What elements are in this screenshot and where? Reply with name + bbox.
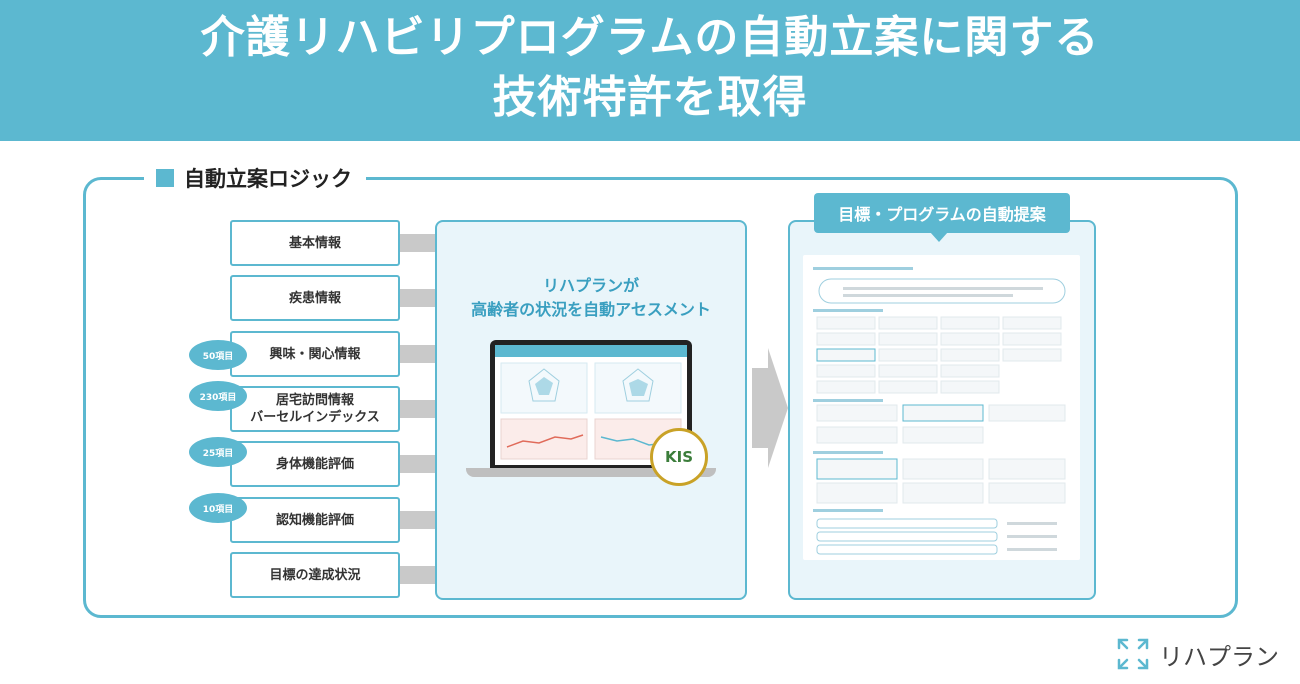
- input-goal-status: 目標の達成状況: [230, 552, 400, 598]
- count-badge: 10項目: [189, 493, 247, 523]
- kis-award-badge: KIS: [650, 428, 708, 486]
- input-basic-info: 基本情報: [230, 220, 400, 266]
- brand-name: リハプラン: [1159, 642, 1279, 671]
- input-cognitive-eval: 認知機能評価: [230, 497, 400, 543]
- logic-frame: [83, 177, 1238, 618]
- proposal-tag: 目標・プログラムの自動提案: [814, 193, 1070, 233]
- assessment-title-line2: 高齢者の状況を自動アセスメント: [471, 300, 711, 319]
- flow-arrow-icon: [752, 348, 788, 468]
- connector-bar: [400, 511, 436, 529]
- section-title: 自動立案ロジック: [184, 167, 352, 191]
- proposal-document-graphic: [803, 255, 1080, 560]
- connector-bar: [400, 234, 436, 252]
- rehaplan-logo-icon: [1117, 638, 1149, 670]
- connector-bar: [400, 289, 436, 307]
- connector-bar: [400, 566, 436, 584]
- input-physical-eval: 身体機能評価: [230, 441, 400, 487]
- banner-title-line1: 介護リハビリプログラムの自動立案に関する: [200, 12, 1100, 63]
- connector-bar: [400, 345, 436, 363]
- banner-title-line2: 技術特許を取得: [492, 72, 808, 123]
- connector-bar: [400, 455, 436, 473]
- title-banner: 介護リハビリプログラムの自動立案に関する 技術特許を取得: [0, 0, 1300, 141]
- input-home-visit-info: 居宅訪問情報 バーセルインデックス: [230, 386, 400, 432]
- section-header: 自動立案ロジック: [144, 162, 366, 194]
- laptop-base: [466, 468, 716, 477]
- connector-bar: [400, 400, 436, 418]
- brand-logo: リハプラン: [1115, 636, 1279, 672]
- count-badge: 230項目: [189, 381, 247, 411]
- screen-header-bar: [495, 345, 687, 357]
- square-bullet-icon: [156, 169, 174, 187]
- count-badge: 50項目: [189, 340, 247, 370]
- kis-label: KIS: [664, 448, 693, 466]
- input-interest-info: 興味・関心情報: [230, 331, 400, 377]
- input-disease-info: 疾患情報: [230, 275, 400, 321]
- radar-charts-graphic: [500, 362, 682, 460]
- tag-pointer-icon: [930, 232, 948, 242]
- assessment-title: リハプランが 高齢者の状況を自動アセスメント: [437, 274, 745, 322]
- count-badge: 25項目: [189, 437, 247, 467]
- assessment-title-line1: リハプランが: [542, 276, 639, 295]
